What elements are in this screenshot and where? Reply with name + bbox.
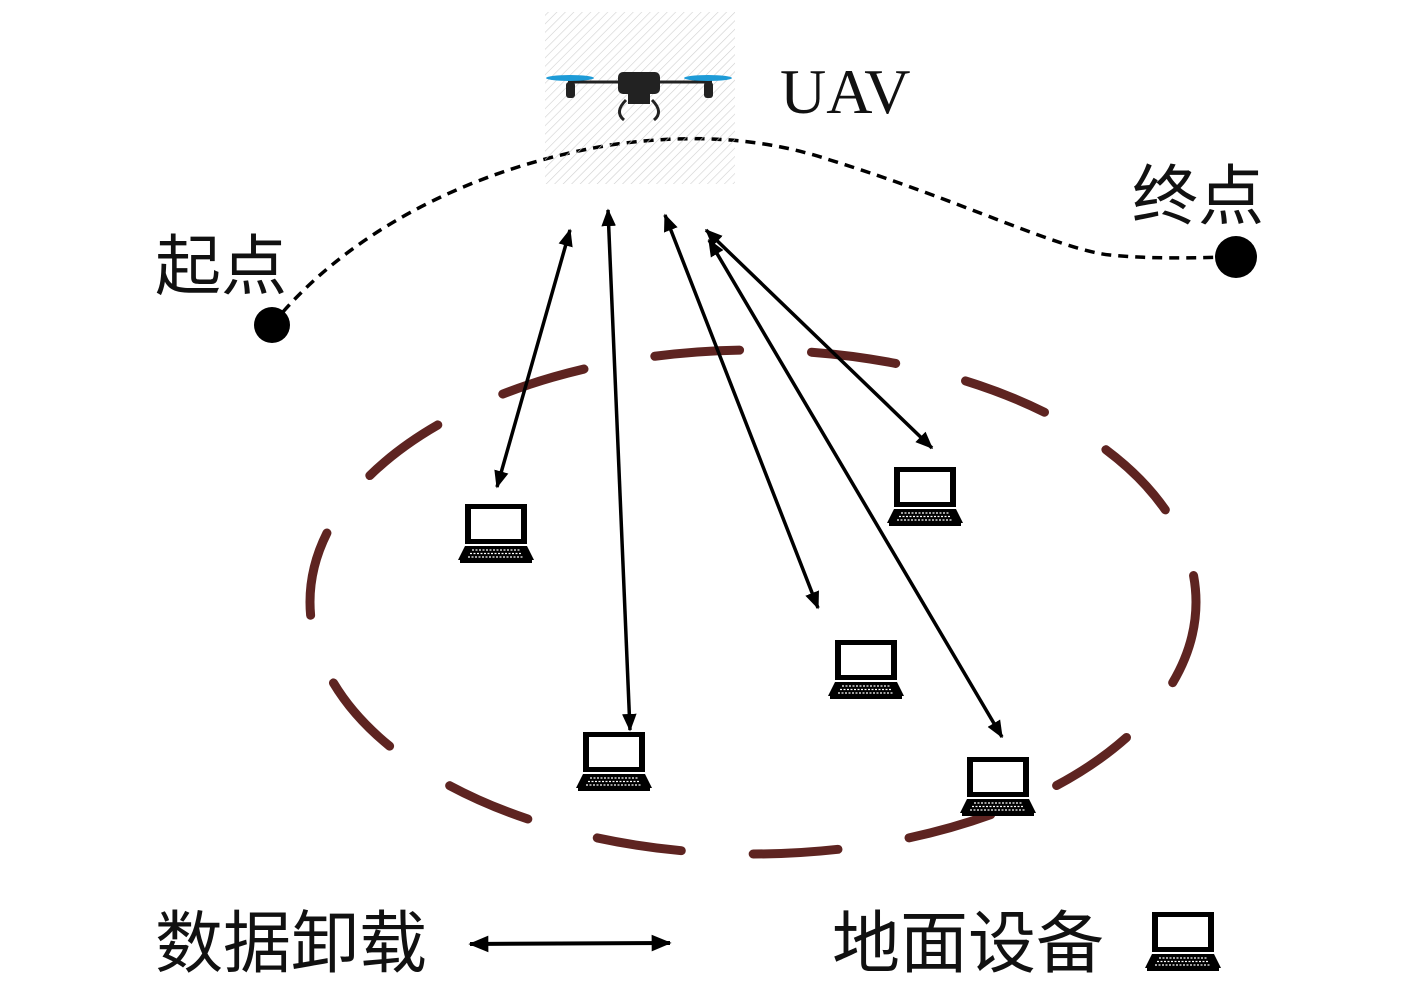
offload-link-2 [601,208,637,732]
laptop-icon [887,466,963,527]
laptop-icon [1145,911,1221,972]
legend-offload-label: 数据卸载 [155,905,427,983]
laptop-icon [828,639,904,700]
coverage-ellipse [305,345,1201,859]
offload-links [494,208,1004,739]
uav [545,12,735,184]
legend: 数据卸载 地面设备 [155,905,1221,983]
end-point [1215,236,1257,278]
start-point [254,307,290,343]
offload-link-4 [704,228,934,450]
start-label: 起点 [155,228,287,305]
offload-link-1 [494,228,573,489]
double-arrow-icon [468,934,672,953]
legend-ground-label: 地面设备 [832,905,1104,983]
uav-trajectory [270,136,1237,327]
laptop-icon [960,756,1036,817]
offload-link-5 [707,238,1004,739]
laptop-icon [576,731,652,792]
offload-link-3 [663,213,820,610]
laptop-icon [458,503,534,564]
end-label: 终点 [1132,158,1264,235]
drone-icon [546,72,732,122]
uav-label: UAV [780,56,910,127]
